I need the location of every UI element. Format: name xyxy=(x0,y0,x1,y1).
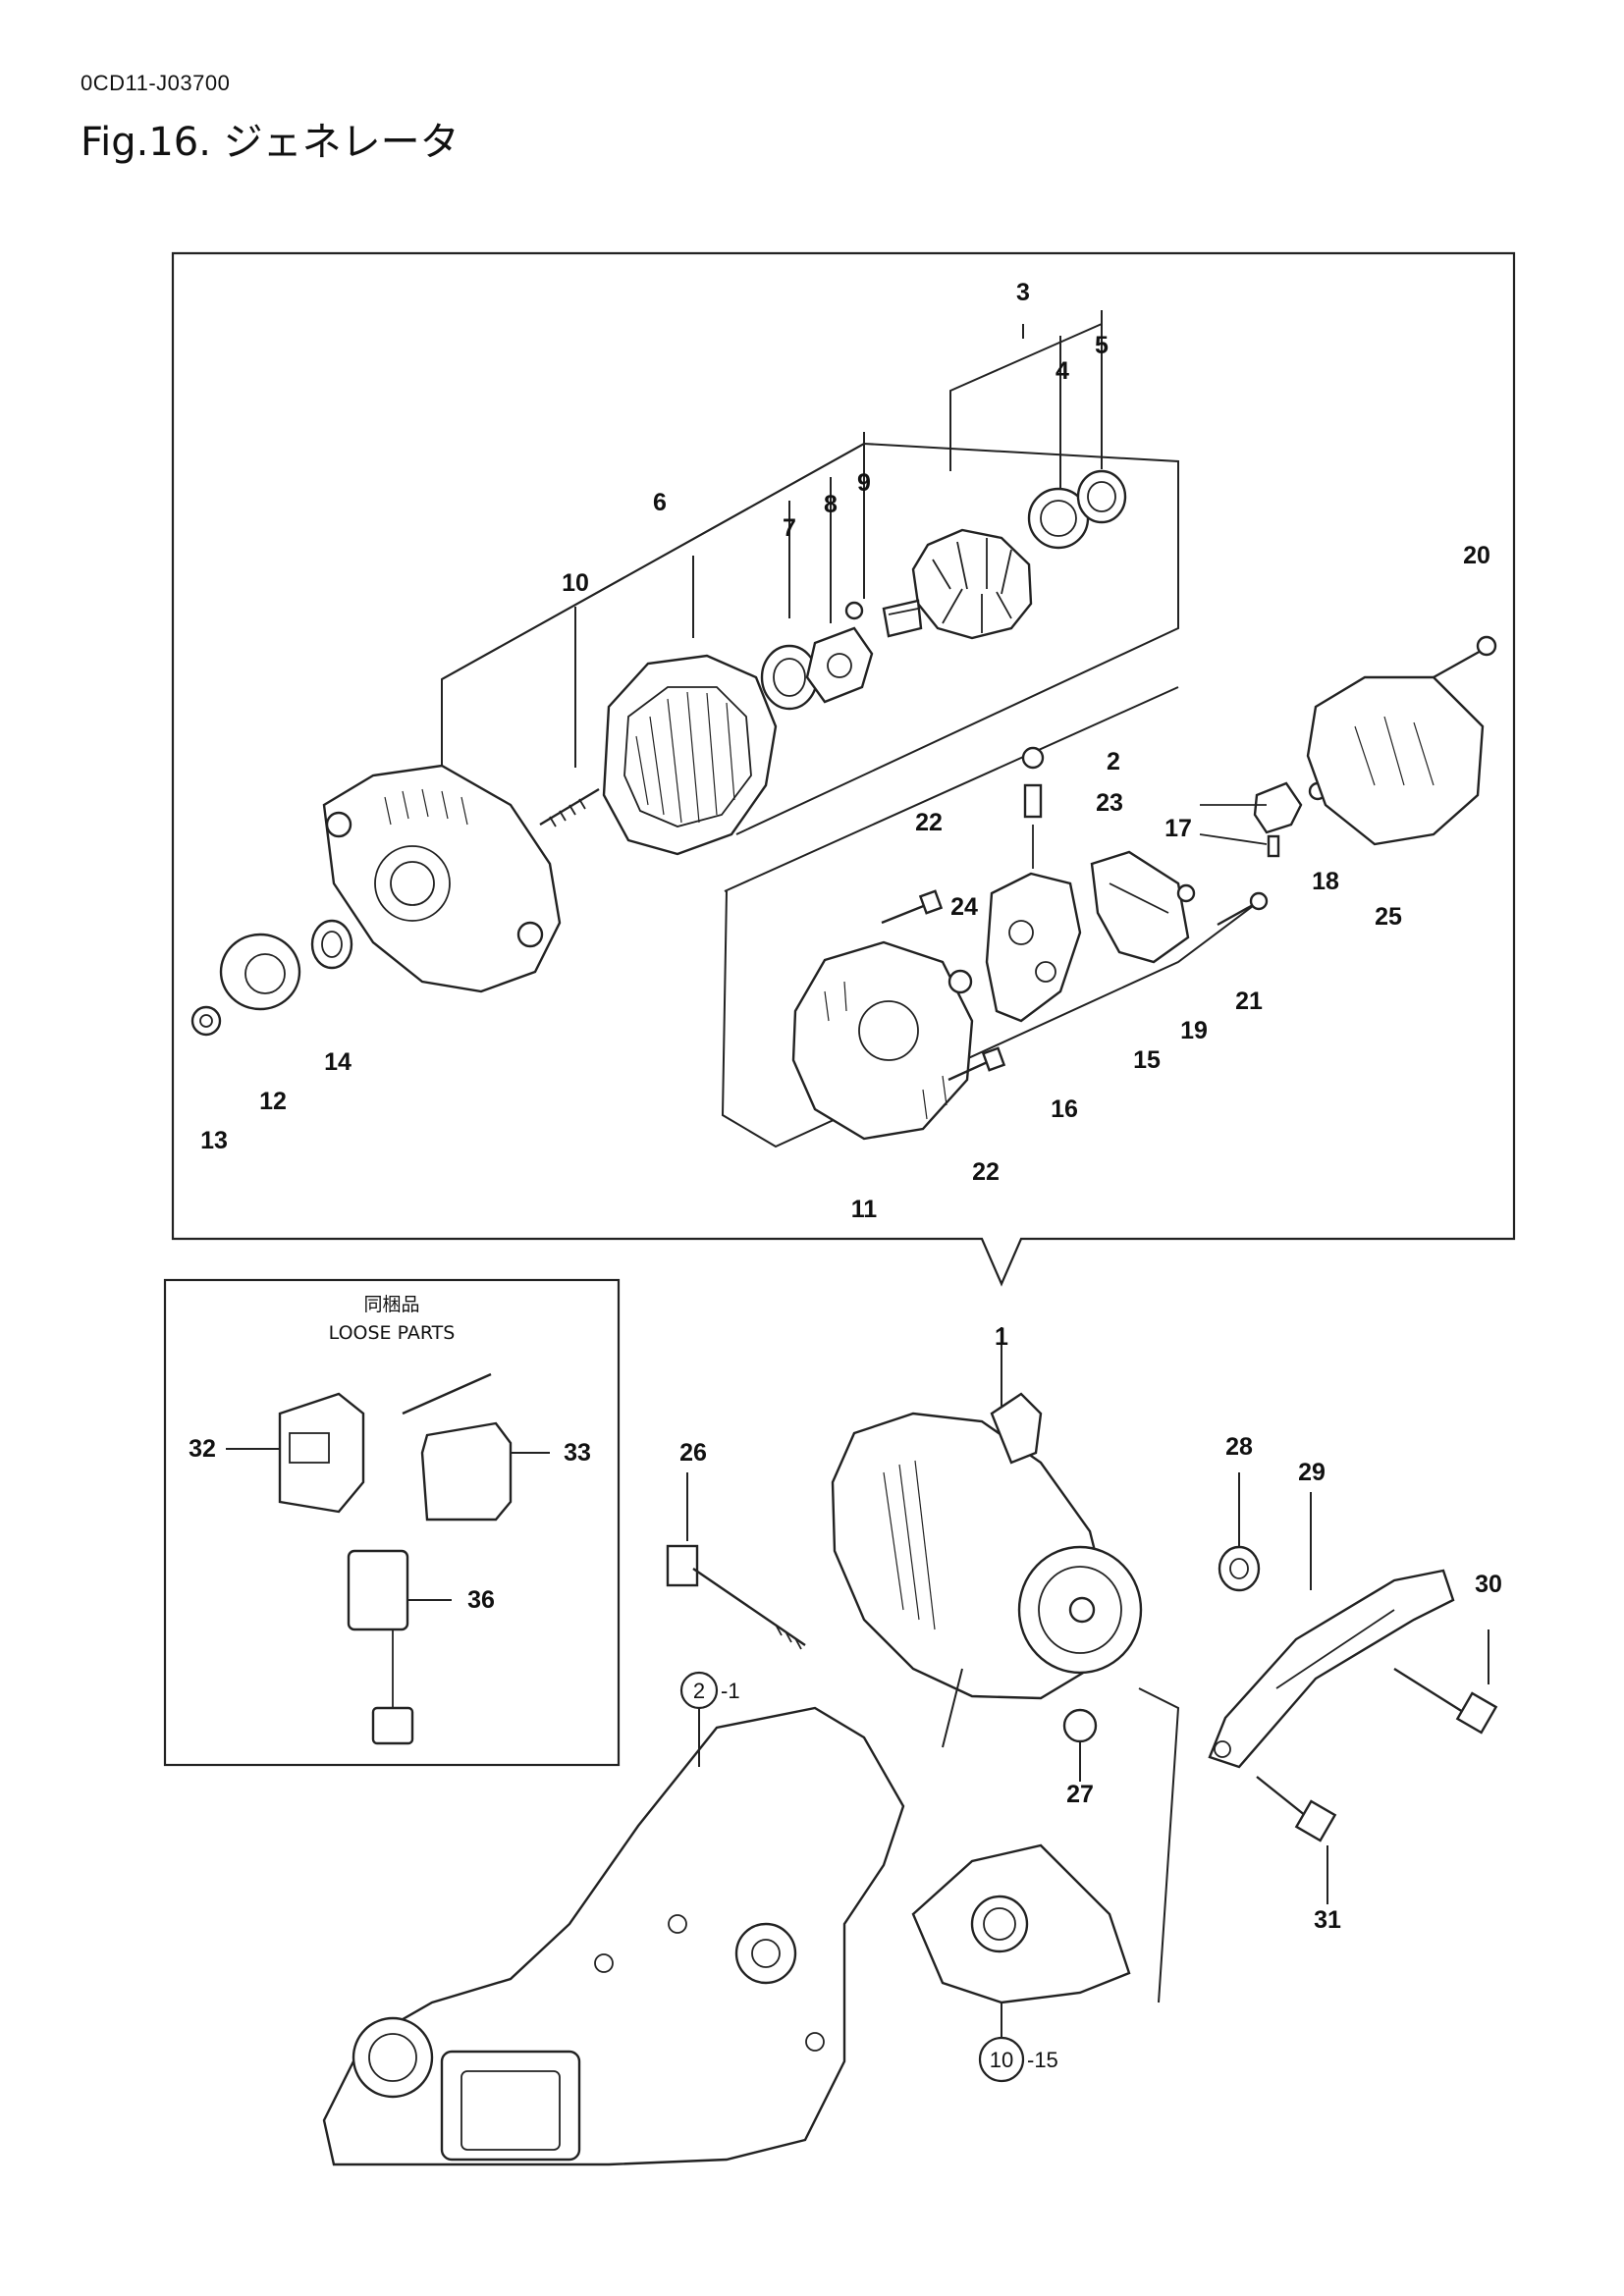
callout-4: 4 xyxy=(1056,357,1069,385)
callout-27: 27 xyxy=(1066,1781,1094,1808)
callout-22-lower: 22 xyxy=(972,1158,1000,1186)
callout-15: 15 xyxy=(1133,1046,1161,1074)
part-10-stud xyxy=(539,787,600,828)
callout-9: 9 xyxy=(857,469,871,497)
part-19-screw xyxy=(1176,883,1196,903)
part-8-plate xyxy=(805,626,874,704)
callout-10: 10 xyxy=(562,569,589,597)
part-27-nut xyxy=(1062,1708,1098,1743)
callout-13: 13 xyxy=(200,1127,228,1154)
loose-parts-title-jp: 同梱品 xyxy=(363,1294,419,1315)
callout-20: 20 xyxy=(1463,542,1490,569)
part-6-stator xyxy=(602,654,778,856)
reference-mark-2-1: 2 -1 xyxy=(679,1671,740,1710)
part-26-bolt xyxy=(666,1544,806,1650)
part-20-bolt xyxy=(1433,635,1497,679)
part-33-relay xyxy=(402,1372,550,1522)
callout-8: 8 xyxy=(824,491,838,518)
callout-labels: 3 4 5 6 7 8 9 10 20 2 23 22 17 24 18 25 … xyxy=(189,279,1502,1934)
callout-18: 18 xyxy=(1312,868,1339,895)
part-28-collar xyxy=(1218,1545,1261,1592)
gear-case xyxy=(322,1706,905,2166)
document-code: 0CD11-J03700 xyxy=(81,71,231,95)
part-29-stay xyxy=(1208,1569,1455,1769)
part-21-bolt xyxy=(1217,891,1269,927)
figure-title: Fig.16. ジェネレータ xyxy=(81,120,460,165)
callout-12: 12 xyxy=(259,1088,287,1115)
part-12-pulley xyxy=(219,933,301,1011)
reference-mark-10-15: 10 -15 xyxy=(978,2036,1058,2083)
part-13-nut xyxy=(190,1005,222,1037)
callout-33: 33 xyxy=(564,1439,591,1467)
callout-7: 7 xyxy=(783,514,796,542)
part-9-screw xyxy=(844,601,864,620)
callout-11: 11 xyxy=(851,1196,878,1223)
part-3-rotor xyxy=(882,528,1033,640)
svg-text:-1: -1 xyxy=(721,1679,740,1703)
callout-14: 14 xyxy=(324,1048,352,1076)
callout-3: 3 xyxy=(1016,279,1030,306)
callout-29: 29 xyxy=(1298,1459,1326,1486)
part-14-collar xyxy=(310,919,353,970)
part-25-rear-cover xyxy=(1306,675,1485,846)
callout-1: 1 xyxy=(995,1323,1008,1351)
part-30-bolt xyxy=(1393,1667,1498,1735)
callout-5: 5 xyxy=(1095,332,1109,359)
part-17-bracket xyxy=(1253,781,1303,858)
callout-36: 36 xyxy=(467,1586,495,1614)
callout-2: 2 xyxy=(1107,748,1120,775)
part-22-bolt-upper xyxy=(881,889,944,925)
part-23-insulator xyxy=(1023,783,1043,819)
callout-6: 6 xyxy=(653,489,667,516)
callout-24: 24 xyxy=(950,893,978,921)
part-15-brush-holder xyxy=(1090,850,1190,964)
callout-31: 31 xyxy=(1314,1906,1341,1934)
callout-16: 16 xyxy=(1051,1095,1078,1123)
part-22-bolt-lower xyxy=(947,1046,1006,1082)
callout-23: 23 xyxy=(1096,789,1123,817)
callout-22-upper: 22 xyxy=(915,809,943,836)
part-36-sensor xyxy=(347,1549,452,1745)
callout-26: 26 xyxy=(679,1439,707,1467)
svg-text:10: 10 xyxy=(990,2048,1013,2072)
callout-19: 19 xyxy=(1180,1017,1208,1044)
part-31-bolt xyxy=(1256,1776,1337,1842)
loose-parts-title-en: LOOSE PARTS xyxy=(329,1322,456,1344)
callout-25: 25 xyxy=(1375,903,1402,931)
loose-parts-frame xyxy=(163,1278,621,1767)
svg-text:2: 2 xyxy=(693,1679,705,1703)
leader-lines xyxy=(441,310,1258,1414)
callout-28: 28 xyxy=(1225,1433,1253,1461)
part-24-nut xyxy=(947,969,973,994)
part-32-relay xyxy=(226,1392,365,1514)
svg-text:-15: -15 xyxy=(1027,2048,1058,2072)
part-16-rectifier xyxy=(985,872,1082,1023)
part-5-washer xyxy=(1076,469,1127,524)
callout-17: 17 xyxy=(1164,815,1192,842)
callout-21: 21 xyxy=(1235,988,1263,1015)
callout-32: 32 xyxy=(189,1435,216,1463)
exploded-view-frame xyxy=(171,251,1516,1287)
drive-end-frame xyxy=(322,764,562,993)
lower-leader-lines xyxy=(686,1472,1489,2038)
callout-30: 30 xyxy=(1475,1571,1502,1598)
part-1-alternator xyxy=(831,1392,1143,1700)
part-2-nut xyxy=(1021,746,1045,770)
part-11-rear-frame xyxy=(791,940,974,1141)
water-pump-bracket xyxy=(911,1843,1131,2004)
